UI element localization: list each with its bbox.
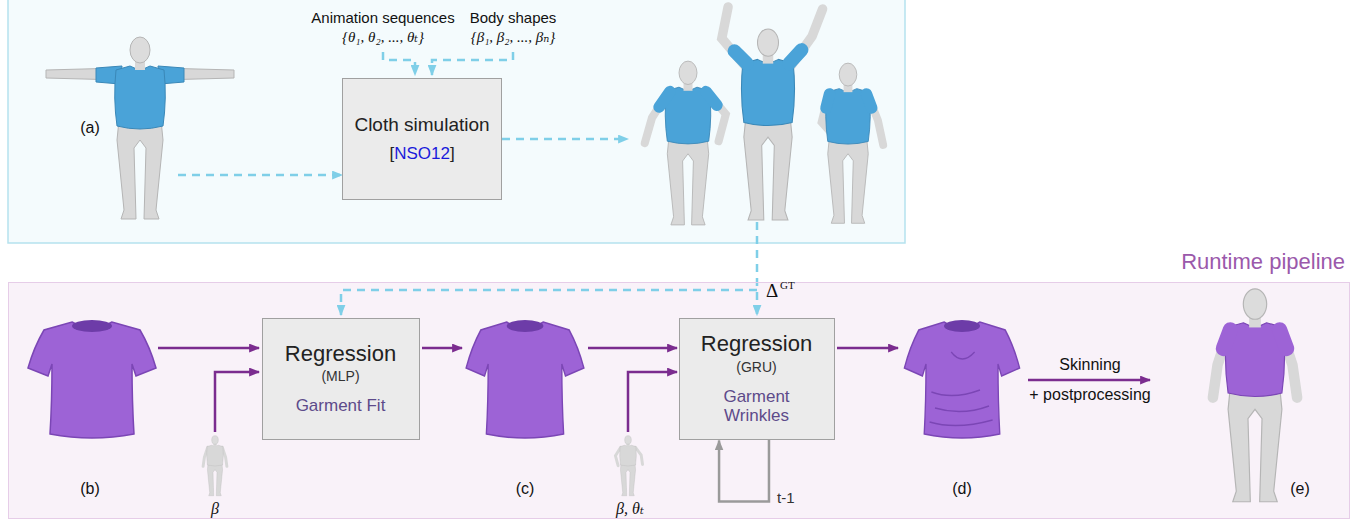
- simulated-figure: [667, 136, 708, 225]
- data-flow-arrow: [432, 52, 513, 75]
- simulated-figure: [734, 51, 747, 64]
- wrinkled-garment: [951, 352, 974, 359]
- simulated-figure: [866, 94, 871, 108]
- box-caption: Garment Fit: [296, 396, 386, 416]
- wrinkled-garment: [904, 320, 1019, 438]
- dressed-figure: [1228, 386, 1282, 502]
- simulated-figure: [722, 7, 823, 220]
- runtime-flow-arrow: [628, 372, 677, 432]
- figure-tag: (d): [952, 480, 972, 498]
- runtime-panel: [8, 282, 1350, 519]
- simulated-figure: [659, 92, 670, 107]
- data-flow-arrow: [383, 52, 415, 75]
- input-label: Body shapes: [470, 10, 557, 27]
- wrinkled-garment: [935, 406, 989, 412]
- feedback-loop: [719, 440, 769, 502]
- simulated-figure: [789, 50, 802, 64]
- box-subtitle: (GRU): [736, 359, 776, 375]
- band-heading: Runtime pipeline: [1181, 249, 1345, 274]
- wrinkled-garment: [930, 420, 993, 426]
- simulated-figure: [828, 136, 868, 223]
- simulated-figure: [744, 116, 792, 220]
- simulated-figure: [706, 92, 717, 106]
- box-subtitle: (MLP): [321, 368, 359, 384]
- simulated-figure: [839, 63, 857, 92]
- body-pose-figure: [620, 463, 635, 496]
- dressed-figure: [1223, 330, 1230, 349]
- body-pose-figure: [620, 445, 637, 466]
- garment-template: [72, 320, 112, 332]
- fitted-garment: [507, 320, 544, 332]
- box-title: Regression: [285, 341, 396, 366]
- citation: [NSO12]: [389, 144, 454, 164]
- runtime-flow-arrow: [837, 347, 898, 350]
- dressed-figure: [1243, 289, 1266, 328]
- process-box: Regression (GRU) Garment Wrinkles: [679, 318, 835, 440]
- simulated-figure: [822, 63, 884, 223]
- math-symbol: β: [211, 500, 219, 518]
- data-flow-arrow: [756, 222, 759, 315]
- data-flow-arrow: [341, 290, 757, 315]
- mannequin-figure: [115, 66, 166, 129]
- wrinkled-garment: [931, 390, 980, 396]
- bracket: ]: [450, 144, 455, 163]
- runtime-flow-arrow: [215, 372, 259, 432]
- runtime-flow-arrow: [422, 347, 462, 350]
- wrinkled-garment: [904, 322, 1019, 438]
- edge-label: t-1: [777, 490, 795, 507]
- box-title: Regression: [701, 331, 812, 356]
- data-flow-arrow: [178, 174, 342, 177]
- garment-template: [28, 320, 156, 438]
- citation-link: NSO12: [394, 144, 450, 163]
- body-shape-figure: [203, 436, 227, 496]
- dressed-figure: [1213, 289, 1297, 502]
- wrinkled-garment: [944, 320, 980, 332]
- math-set: {β₁, β₂, ..., βₙ}: [471, 29, 556, 46]
- mannequin-figure: [117, 120, 163, 219]
- figure-tag: (c): [516, 480, 535, 498]
- step-label: Skinning: [1059, 356, 1120, 374]
- dressed-figure: [1280, 330, 1287, 349]
- box-title: Cloth simulation: [354, 114, 489, 136]
- figure-tag: (e): [1290, 480, 1310, 498]
- runtime-flow-arrow: [1028, 379, 1150, 382]
- body-shape-figure: [207, 463, 222, 496]
- fitted-garment: [466, 322, 584, 438]
- math-superscript: GT: [780, 279, 795, 291]
- process-box: Regression (MLP) Garment Fit: [262, 318, 420, 440]
- simulated-figure: [758, 29, 779, 64]
- process-box: Cloth simulation [NSO12]: [342, 78, 502, 200]
- input-label: Animation sequences: [311, 10, 454, 27]
- data-flow-arrow: [502, 138, 628, 141]
- body-pose-figure: [625, 436, 632, 447]
- bracket: [: [389, 144, 394, 163]
- math-symbol: β, θₜ: [616, 500, 644, 518]
- mannequin-figure: [130, 37, 150, 70]
- box-caption: Garment Wrinkles: [712, 387, 802, 426]
- math-set: {θ₁, θ₂, ..., θₜ}: [342, 29, 424, 46]
- runtime-flow-arrow: [588, 347, 677, 350]
- body-shape-figure: [207, 445, 224, 466]
- fitted-garment: [466, 320, 584, 438]
- figure-tag: (a): [80, 119, 100, 137]
- mannequin-figure: [46, 37, 234, 219]
- simulated-figure: [826, 94, 830, 108]
- training-panel: [8, 0, 905, 243]
- body-shape-figure: [212, 436, 219, 447]
- simulated-figure: [679, 61, 697, 91]
- simulated-figure: [645, 61, 726, 225]
- runtime-flow-arrow: [158, 347, 259, 350]
- garment-template: [28, 322, 156, 438]
- data-flow-arrow: [178, 52, 757, 315]
- figure-tag: (b): [80, 480, 100, 498]
- body-pose-figure: [615, 436, 642, 496]
- step-label: + postprocessing: [1029, 386, 1150, 404]
- wrinkled-garment: [930, 352, 993, 426]
- math-symbol: Δ: [766, 281, 778, 302]
